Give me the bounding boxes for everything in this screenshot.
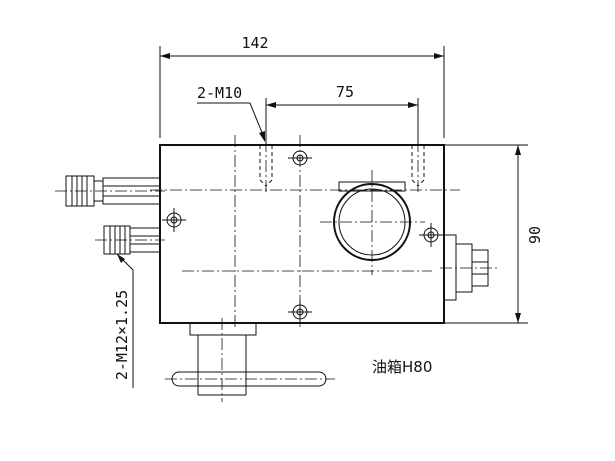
main-port (320, 170, 425, 275)
valve-block-body (150, 135, 460, 330)
dimension-90-label: 90 (526, 226, 544, 244)
bolt-hole-top (288, 150, 312, 166)
dimension-75-label: 75 (336, 83, 354, 101)
bolt-hole-right (419, 223, 443, 247)
tank-note-label: 油箱H80 (372, 358, 432, 376)
plug-right (440, 234, 500, 301)
valve-handle (165, 318, 335, 402)
callout-thread-side: 2-M12×1.25 (113, 253, 134, 388)
fitting-upper-left (55, 175, 165, 207)
callout-thread-top: 2-M10 (197, 84, 266, 142)
dimension-height: 90 (444, 144, 544, 324)
bolt-hole-bottom (288, 300, 312, 324)
fitting-lower-left (95, 225, 165, 255)
thread-side-label: 2-M12×1.25 (113, 290, 131, 380)
bolt-hole-left (162, 208, 186, 232)
dimension-142-label: 142 (241, 34, 268, 52)
thread-top-label: 2-M10 (197, 84, 242, 102)
dimension-overall-width: 142 (159, 34, 445, 138)
threaded-hole-left (259, 140, 273, 192)
threaded-hole-right (411, 140, 425, 192)
dimension-hole-spacing: 75 (265, 83, 419, 145)
